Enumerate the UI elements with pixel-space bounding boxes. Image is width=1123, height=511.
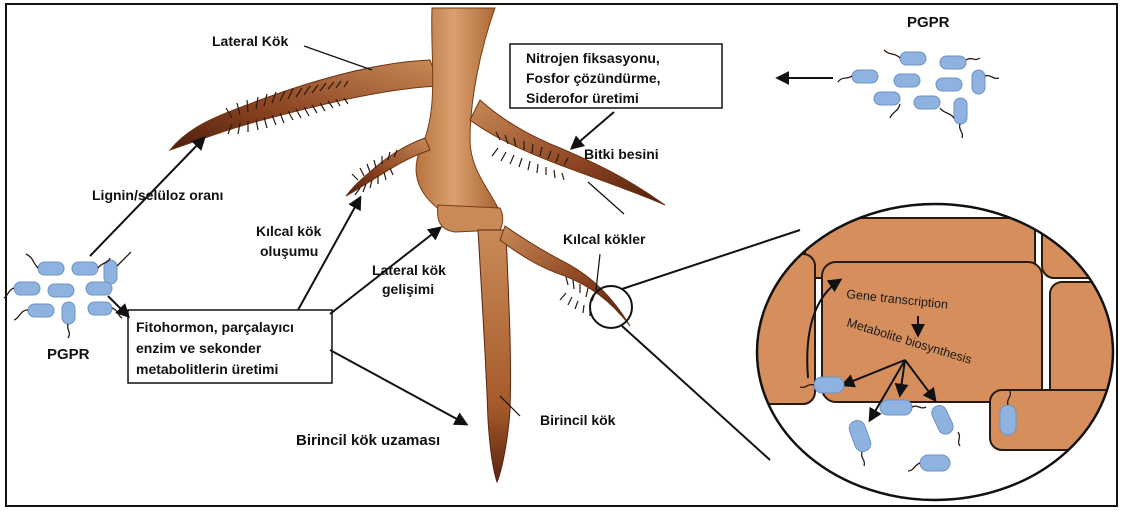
pgpr-bacteria-left: [4, 252, 131, 338]
label-lateral-dev-2: gelişimi: [382, 281, 434, 297]
label-root-hair-formation-2: oluşumu: [260, 243, 318, 259]
magnifier-circle: [590, 286, 632, 328]
top-box-line2: Fosfor çözündürme,: [526, 70, 661, 86]
label-lateral-root: Lateral Kök: [212, 33, 288, 49]
root-collar: [438, 205, 503, 232]
label-primary-elongation: Birincil kök uzaması: [296, 432, 440, 449]
label-lignin: Lignin/selüloz oranı: [92, 187, 223, 203]
zoom-view: Gene transcription Metabolite biosynthes…: [740, 204, 1123, 500]
label-plant-nutrient: Bitki besini: [584, 146, 659, 162]
left-box-line1: Fitohormon, parçalayıcı: [136, 319, 294, 335]
label-root-hair-formation-1: Kılcal kök: [256, 223, 322, 239]
arrow-to-elongation: [330, 350, 466, 424]
connector-line-top: [622, 230, 800, 289]
label-lateral-dev-1: Lateral kök: [372, 262, 446, 278]
top-box-line3: Siderofor üretimi: [526, 90, 639, 106]
lateral-root-left: [170, 60, 440, 150]
label-pgpr-left: PGPR: [47, 346, 90, 363]
left-box-line3: metabolitlerin üretimi: [136, 361, 278, 377]
label-root-hairs: Kılcal kökler: [563, 231, 646, 247]
top-box-line1: Nitrojen fiksasyonu,: [526, 50, 660, 66]
left-box-line2: enzim ve sekonder: [136, 340, 262, 356]
label-pgpr-top: PGPR: [907, 14, 950, 31]
arrow-box-to-root: [572, 112, 614, 148]
primary-root: [478, 230, 511, 482]
label-primary-root: Birincil kök: [540, 412, 616, 428]
pgpr-bacteria-top: [838, 50, 999, 138]
connector-line-bottom: [622, 326, 770, 460]
